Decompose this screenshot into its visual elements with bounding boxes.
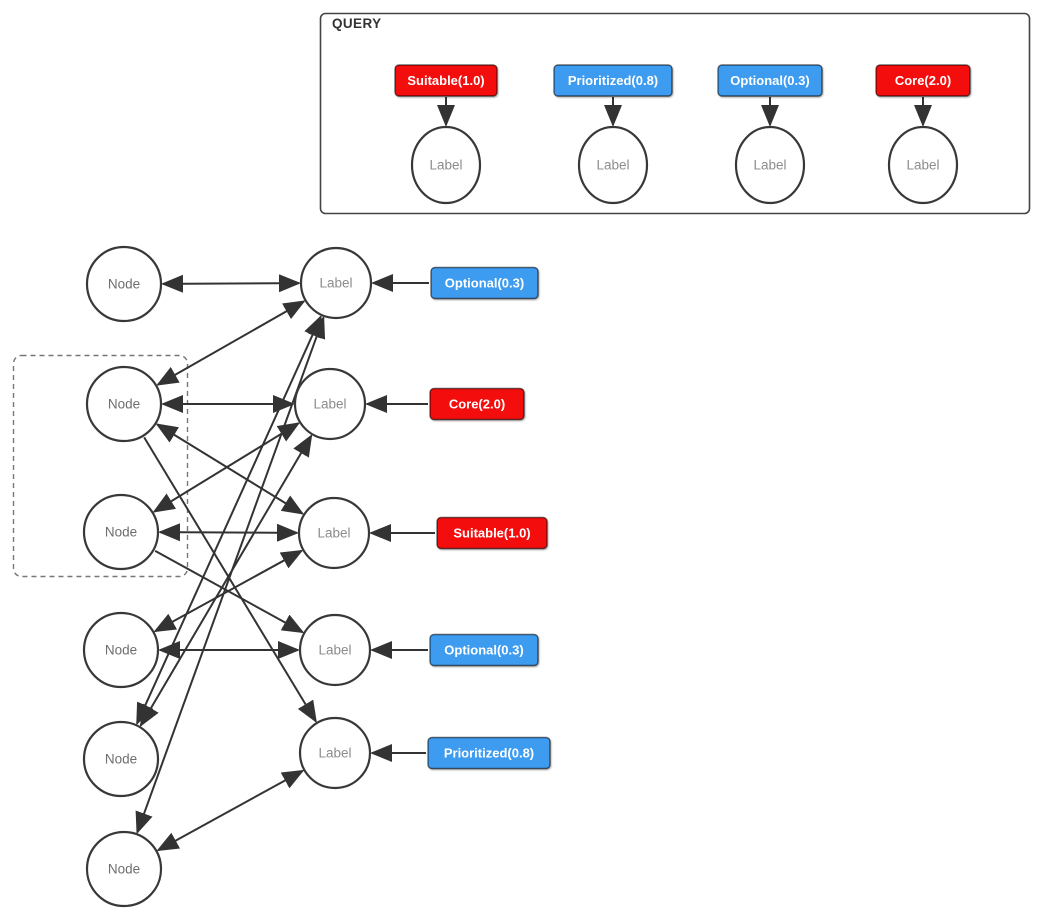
graph-badge-5-text: Prioritized(0.8) (444, 745, 534, 760)
label-5-text: Label (318, 746, 351, 761)
graph-badge-4-text: Optional(0.3) (444, 642, 523, 657)
graph-badge-5[interactable] (427, 736, 551, 770)
graph-badge-3[interactable] (436, 516, 548, 550)
label-4-circle[interactable] (298, 613, 372, 687)
graph-badge-1[interactable] (430, 266, 539, 300)
edge-n2-l3[interactable] (155, 423, 305, 515)
query-badge-3-text: Optional(0.3) (730, 73, 809, 88)
label-3-text: Label (317, 526, 350, 541)
label-2-text: Label (313, 397, 346, 412)
edge-n3-l4[interactable] (154, 549, 305, 634)
query-badge-4[interactable] (875, 64, 971, 97)
graph-badge-1-text: Optional(0.3) (445, 275, 524, 290)
label-4-text: Label (318, 643, 351, 658)
node-3-text: Node (105, 525, 137, 540)
query-badge-2[interactable] (553, 64, 673, 97)
query-label-circle-3[interactable] (734, 125, 806, 205)
label-1-text: Label (319, 276, 352, 291)
query-label-circle-4[interactable] (887, 125, 959, 205)
label-5-circle[interactable] (298, 716, 372, 790)
node-1-text: Node (108, 277, 140, 292)
query-panel-box (319, 12, 1031, 215)
label-3-circle[interactable] (297, 496, 371, 570)
query-badge-1-text: Suitable(1.0) (407, 73, 484, 88)
query-label-circle-1[interactable] (410, 125, 482, 205)
query-badge-3[interactable] (717, 64, 823, 97)
node-6-text: Node (108, 862, 140, 877)
query-label-circle-2[interactable] (577, 125, 649, 205)
edge-n5-l2[interactable] (139, 434, 313, 728)
edge-n3-l3[interactable] (157, 523, 300, 542)
node-5-text: Node (105, 752, 137, 767)
graph-badge-3-text: Suitable(1.0) (453, 525, 530, 540)
node-6-circle[interactable] (85, 830, 163, 908)
graph-badge-2[interactable] (429, 387, 525, 421)
node-1-circle[interactable] (85, 245, 163, 323)
node-2-text: Node (108, 397, 140, 412)
label-1-circle[interactable] (299, 246, 373, 320)
query-badge-4-text: Core(2.0) (895, 73, 951, 88)
edge-n2-l1[interactable] (156, 300, 306, 386)
query-panel-title: QUERY (332, 16, 382, 31)
label-2-circle[interactable] (293, 367, 367, 441)
edge-n6-l5[interactable] (156, 769, 305, 852)
edge-n1-l1[interactable] (160, 274, 302, 293)
graph-badge-4[interactable] (429, 633, 539, 667)
query-label-text-4: Label (906, 158, 939, 173)
node-5-circle[interactable] (82, 720, 160, 798)
edge-n5-l1[interactable] (136, 314, 322, 726)
graph-badge-2-text: Core(2.0) (449, 396, 505, 411)
edges-layer (135, 97, 932, 852)
query-label-text-2: Label (596, 158, 629, 173)
edge-n2-l5[interactable] (143, 436, 317, 724)
node-2-circle[interactable] (85, 365, 163, 443)
node-3-circle[interactable] (82, 493, 160, 571)
node-4-circle[interactable] (82, 611, 160, 689)
node-4-text: Node (105, 643, 137, 658)
query-badge-1[interactable] (394, 64, 498, 97)
query-badge-2-text: Prioritized(0.8) (568, 73, 658, 88)
query-label-text-3: Label (753, 158, 786, 173)
query-label-text-1: Label (429, 158, 462, 173)
